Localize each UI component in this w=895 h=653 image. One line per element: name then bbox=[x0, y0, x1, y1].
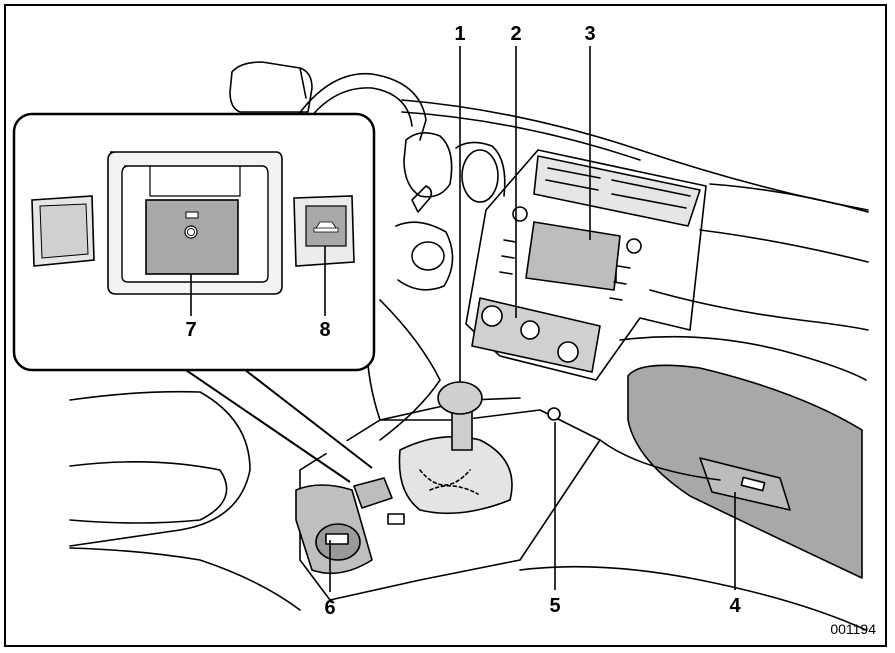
wiper-stalk bbox=[411, 185, 433, 213]
vehicle-hold-icon bbox=[313, 221, 339, 233]
callout-8: 8 bbox=[319, 319, 330, 341]
ignition-knob bbox=[411, 241, 445, 271]
callout-leaders bbox=[190, 46, 736, 592]
volume-knob bbox=[512, 206, 528, 222]
leader-line-right bbox=[239, 365, 373, 469]
callout-1: 1 bbox=[454, 23, 465, 45]
center-stack-bezel bbox=[465, 149, 707, 381]
driver-seat bbox=[69, 390, 251, 547]
console-small-switch bbox=[387, 513, 405, 525]
callout-7: 7 bbox=[185, 319, 196, 341]
center-console bbox=[299, 409, 601, 601]
accessory-port bbox=[547, 407, 561, 421]
gauge-cluster bbox=[403, 132, 453, 198]
leader-line-left bbox=[179, 365, 351, 483]
steering-wheel bbox=[295, 72, 427, 141]
callout-3: 3 bbox=[584, 23, 595, 45]
gauge-dial bbox=[461, 149, 499, 203]
temp-knob-left bbox=[481, 305, 503, 327]
callout-4: 4 bbox=[729, 595, 741, 617]
interior-line-art bbox=[69, 61, 869, 631]
callout-2: 2 bbox=[510, 23, 521, 45]
figure-id: 001194 bbox=[830, 621, 876, 637]
shift-knob bbox=[437, 381, 483, 415]
infotainment-screen bbox=[525, 221, 621, 291]
callout-5: 5 bbox=[549, 595, 560, 617]
parking-brake-icon bbox=[184, 225, 198, 239]
door-panel-line bbox=[619, 335, 867, 381]
parking-brake-indicator bbox=[185, 211, 199, 219]
console-switch-parking bbox=[353, 477, 393, 509]
tune-knob bbox=[626, 238, 642, 254]
rear-view-mirror bbox=[229, 61, 313, 113]
callout-6: 6 bbox=[324, 597, 335, 619]
armrest bbox=[69, 461, 228, 524]
inset-panel bbox=[12, 112, 376, 483]
temp-knob-right bbox=[557, 341, 579, 363]
fan-knob bbox=[520, 320, 540, 340]
